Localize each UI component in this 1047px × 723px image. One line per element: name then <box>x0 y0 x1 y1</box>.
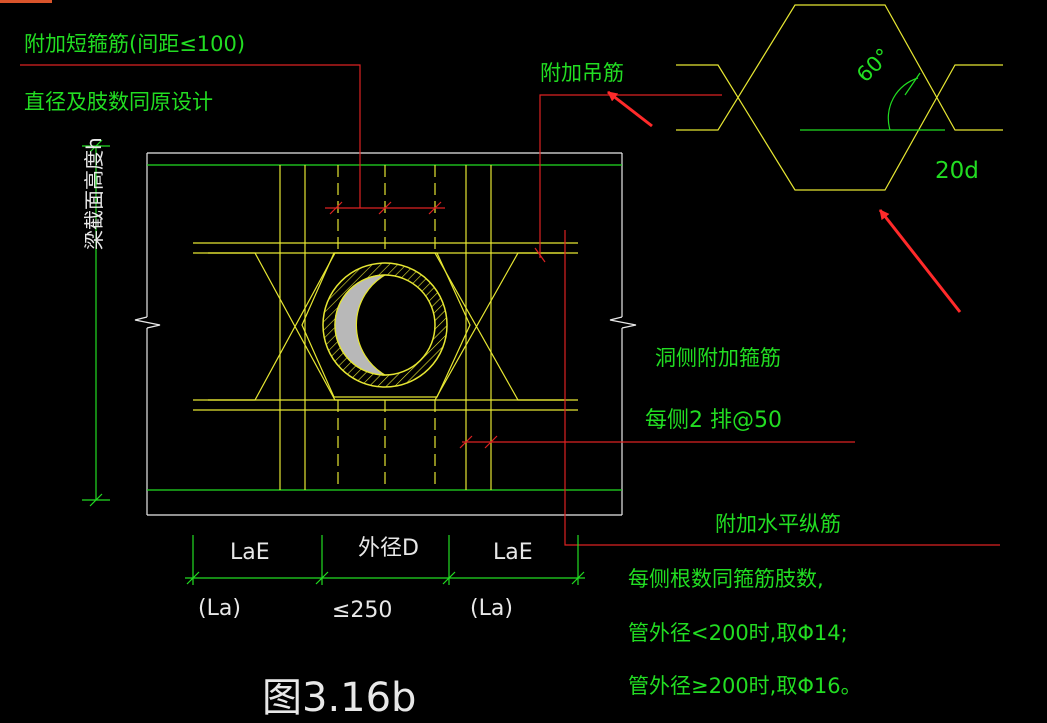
dim-outer-diameter: 外径D <box>358 536 419 561</box>
leader-lines <box>20 64 1000 546</box>
arrow-to-hanger-label <box>607 90 653 128</box>
pipe-crescent <box>334 274 388 376</box>
angle-arc <box>887 77 919 131</box>
arrow-to-detail <box>878 209 962 313</box>
stirrups <box>279 165 492 490</box>
beam-height-dimension <box>82 139 110 507</box>
label-beam-height: 梁截面高度h <box>82 137 106 250</box>
note-line-1: 每侧根数同箍筋肢数, <box>628 567 824 591</box>
label-extra-hanger-bar: 附加吊筋 <box>540 61 624 85</box>
label-20d: 20d <box>935 158 979 184</box>
corner-indicator <box>0 0 52 3</box>
dim-la-right: (La) <box>470 596 513 621</box>
figure-label: 图3.16b <box>262 675 417 721</box>
dim-lae-right: LaE <box>493 540 533 565</box>
bent-bar-detail <box>676 4 1003 191</box>
note-line-2: 管外径<200时,取Φ14; <box>628 621 848 645</box>
label-each-side-spacing: 每侧2 排@50 <box>645 408 782 433</box>
label-extra-horizontal-bar: 附加水平纵筋 <box>715 512 841 536</box>
hole-hexagon <box>301 252 471 398</box>
label-same-as-design: 直径及肢数同原设计 <box>24 90 213 114</box>
note-line-3: 管外径≥200时,取Φ16。 <box>628 674 862 698</box>
bottom-dimension-chain <box>185 535 585 585</box>
beam-outline <box>134 152 637 516</box>
dim-la-left: (La) <box>198 596 241 621</box>
label-hole-side-stirrup: 洞侧附加箍筋 <box>655 346 781 370</box>
detail-pointer-line <box>904 72 921 96</box>
label-extra-short-stirrup: 附加短箍筋(间距≤100) <box>24 32 246 56</box>
leader-ticks <box>329 201 546 449</box>
dim-max-250: ≤250 <box>332 598 393 623</box>
dim-lae-left: LaE <box>230 540 270 565</box>
